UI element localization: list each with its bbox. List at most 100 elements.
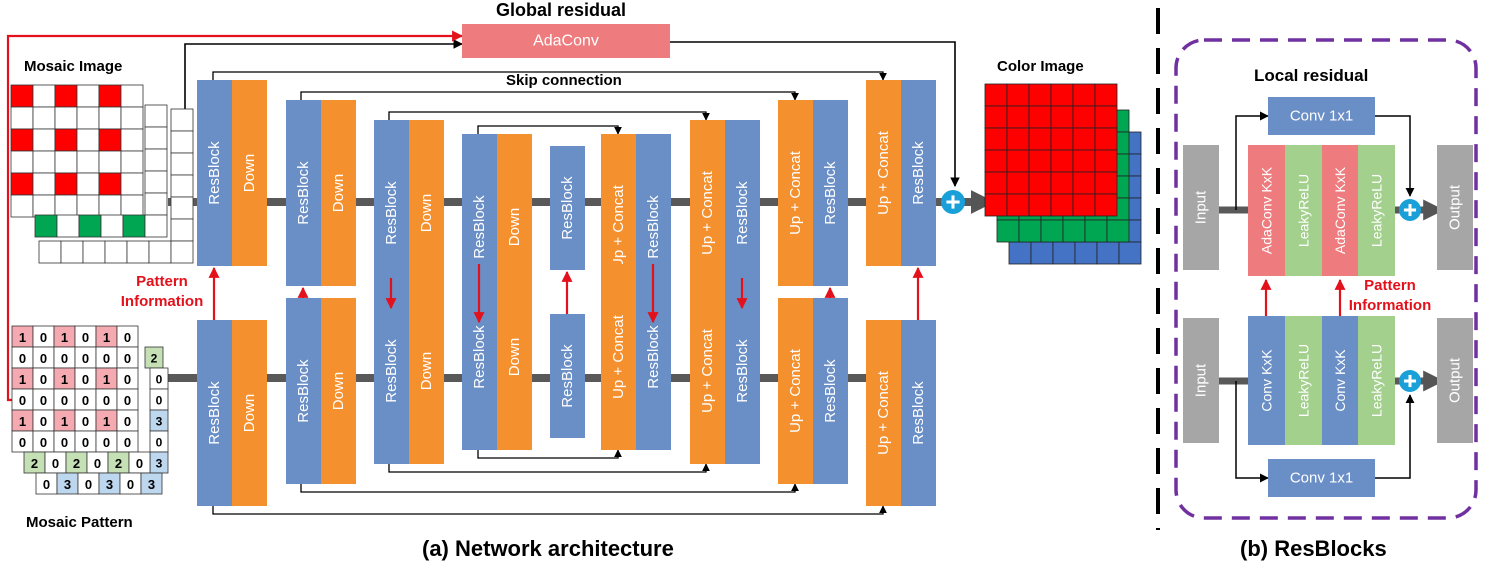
top-resblock-mid bbox=[550, 146, 585, 270]
color-cell-red bbox=[1050, 127, 1074, 151]
pattern-digit: 0 bbox=[40, 351, 47, 366]
color-cell-green bbox=[1084, 219, 1108, 243]
pattern-digit: 1 bbox=[103, 414, 110, 429]
bottom-upconcat-5 bbox=[601, 264, 636, 450]
bottom-resblock-0 bbox=[197, 320, 232, 506]
mosaic-cell-blue bbox=[170, 218, 194, 242]
pattern-peek-digit: 3 bbox=[156, 415, 163, 429]
bottom-resblock-1-label: ResBlock bbox=[295, 359, 312, 423]
skip-connection-title: Skip connection bbox=[506, 72, 622, 89]
global-residual-title: Global residual bbox=[496, 0, 627, 20]
pattern-digit: 0 bbox=[43, 477, 50, 492]
pattern-digit: 1 bbox=[19, 330, 26, 345]
top-down-0-label: Down bbox=[241, 154, 258, 192]
pattern-digit: 0 bbox=[103, 351, 110, 366]
mosaic-cell-blue bbox=[170, 152, 194, 176]
pattern-digit: 0 bbox=[40, 372, 47, 387]
color-cell-red bbox=[1006, 83, 1030, 107]
local-bottom-conv1x1 bbox=[1268, 459, 1375, 497]
color-cell-red bbox=[1028, 149, 1052, 173]
top-resblock-8-label: ResBlock bbox=[910, 141, 927, 205]
bottom-resblock-7-label: ResBlock bbox=[822, 359, 839, 423]
bottom-resblock-2-label: ResBlock bbox=[383, 339, 400, 403]
top-down-1-label: Down bbox=[330, 174, 347, 212]
bottom-resblock-0-label: ResBlock bbox=[206, 381, 223, 445]
mosaic-cell bbox=[10, 106, 34, 130]
top-resblock-0-label: ResBlock bbox=[206, 141, 223, 205]
local-residual-title: Local residual bbox=[1254, 66, 1369, 85]
color-cell-red bbox=[1072, 193, 1096, 217]
pattern-digit: 0 bbox=[127, 477, 134, 492]
color-cell-blue bbox=[1030, 241, 1054, 265]
pattern-digit: 0 bbox=[19, 393, 26, 408]
local-top-conv1x1-label: Conv 1x1 bbox=[1290, 108, 1353, 125]
bottom-upconcat-5-label: Up + Concat bbox=[610, 314, 627, 399]
pattern-digit: 0 bbox=[19, 351, 26, 366]
local-conv-1-label: Conv KxK bbox=[1259, 349, 1275, 412]
color-cell-red bbox=[1006, 193, 1030, 217]
bottom-resblock-7 bbox=[813, 298, 848, 484]
color-cell-red bbox=[1050, 171, 1074, 195]
global-adaconv-block bbox=[462, 24, 670, 58]
color-cell-red bbox=[1094, 193, 1118, 217]
pattern-digit: 0 bbox=[124, 330, 131, 345]
pattern-info-line2: Information bbox=[120, 293, 204, 310]
local-bottom-conv1x1-label: Conv 1x1 bbox=[1290, 470, 1353, 487]
local-bottom-skip-in bbox=[1235, 381, 1269, 483]
top-resblock-6 bbox=[725, 120, 760, 306]
color-cell-red bbox=[1028, 127, 1052, 151]
color-cell-green bbox=[1106, 219, 1130, 243]
mosaic-cell bbox=[98, 128, 122, 152]
top-down-2-label: Down bbox=[418, 194, 435, 232]
top-down-0 bbox=[232, 80, 267, 266]
mosaic-cell bbox=[32, 84, 56, 108]
pattern-digit: 0 bbox=[82, 351, 89, 366]
mosaic-cell bbox=[76, 150, 100, 174]
top-down-1 bbox=[321, 100, 356, 286]
top-upconcat-7 bbox=[778, 100, 813, 286]
mosaic-cell bbox=[10, 150, 34, 174]
mosaic-cell-blue bbox=[170, 196, 194, 220]
pattern-digit: 0 bbox=[124, 435, 131, 450]
bottom-resblock-mid bbox=[550, 314, 585, 438]
color-cell-red bbox=[1094, 127, 1118, 151]
color-cell-red bbox=[984, 105, 1008, 129]
local-leaky-3-label: LeakyReLU bbox=[1296, 344, 1312, 417]
local-bottom-output-label: Output bbox=[1447, 357, 1464, 403]
pattern-digit: 0 bbox=[52, 456, 59, 471]
bottom-down-2 bbox=[409, 278, 444, 464]
pattern-digit: 0 bbox=[124, 351, 131, 366]
pattern-information-label-b: Pattern Information bbox=[1340, 276, 1440, 316]
top-upconcat-8 bbox=[866, 80, 901, 266]
pattern-digit: 0 bbox=[82, 414, 89, 429]
resblocks-dashed-panel bbox=[1174, 38, 1478, 520]
caption-network-architecture: (a) Network architecture bbox=[422, 536, 674, 561]
mosaic-cell bbox=[120, 194, 144, 218]
mosaic-cell-blue bbox=[82, 240, 106, 264]
color-cell-red bbox=[1072, 105, 1096, 129]
mosaic-cell-blue bbox=[126, 240, 150, 264]
pattern-info-line1: Pattern bbox=[1364, 277, 1416, 294]
local-leaky-4 bbox=[1358, 316, 1395, 445]
color-cell-green bbox=[1040, 219, 1064, 243]
local-bottom-output bbox=[1437, 318, 1473, 443]
pattern-digit: 0 bbox=[40, 393, 47, 408]
mosaic-cell-blue bbox=[170, 130, 194, 154]
color-cell-red bbox=[1072, 83, 1096, 107]
color-cell-red bbox=[1006, 105, 1030, 129]
color-image-title: Color Image bbox=[997, 58, 1084, 75]
pattern-digit: 0 bbox=[124, 393, 131, 408]
color-cell-blue bbox=[1052, 241, 1076, 265]
bottom-upconcat-8-label: Up + Concat bbox=[875, 370, 892, 455]
bottom-down-1-label: Down bbox=[330, 372, 347, 410]
mosaic-cell bbox=[76, 194, 100, 218]
bottom-resblock-3-label: ResBlock bbox=[471, 325, 488, 389]
top-down-3-label: Down bbox=[506, 208, 523, 246]
color-cell-red bbox=[1050, 83, 1074, 107]
mosaic-image-title: Mosaic Image bbox=[24, 58, 123, 75]
mosaic-cell-green bbox=[144, 170, 168, 194]
local-leaky-1-label: LeakyReLU bbox=[1296, 174, 1312, 247]
color-cell-red bbox=[1094, 171, 1118, 195]
color-cell-red bbox=[1006, 127, 1030, 151]
